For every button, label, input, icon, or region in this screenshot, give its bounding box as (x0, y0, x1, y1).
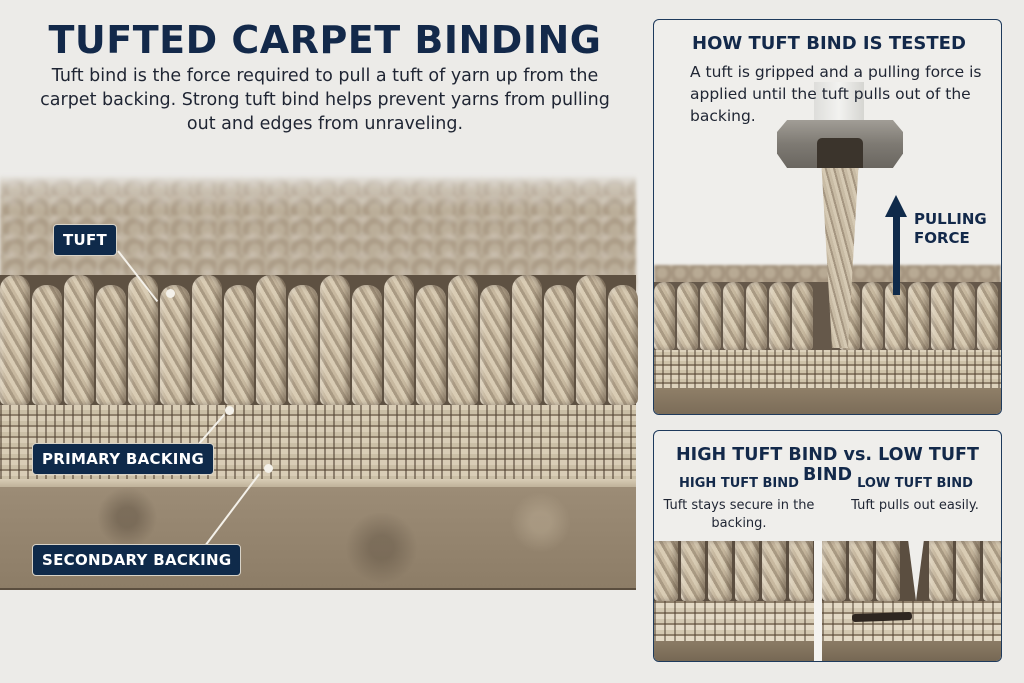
test-secondary-backing (654, 388, 1001, 414)
callout-dot-primary (225, 406, 234, 415)
callout-dot-tuft (166, 289, 175, 298)
comparison-panel: HIGH TUFT BIND vs. LOW TUFT BIND HIGH TU… (653, 430, 1002, 662)
high-tuft-bind-description: Tuft stays secure in the backing. (663, 498, 815, 531)
arrow-shaft (893, 215, 900, 295)
test-illustration: PULLING FORCE (654, 20, 1001, 414)
test-panel-title: HOW TUFT BIND IS TESTED (692, 33, 966, 54)
high-tuft-bind-sample (654, 541, 814, 661)
pulling-force-label: PULLING FORCE (914, 210, 987, 248)
test-tuft-row (654, 282, 1001, 352)
callout-dot-secondary (264, 464, 273, 473)
high-tuft-bind-column: HIGH TUFT BIND Tuft stays secure in the … (654, 476, 824, 533)
label-tuft: TUFT (53, 224, 118, 256)
arrow-up-icon (885, 195, 907, 217)
page-description: Tuft bind is the force required to pull … (40, 66, 610, 134)
label-primary-backing: PRIMARY BACKING (32, 443, 215, 475)
comparison-divider (814, 541, 822, 661)
force-label-line2: FORCE (914, 229, 970, 247)
test-primary-backing (654, 350, 1001, 388)
test-panel: PULLING FORCE HOW TUFT BIND IS TESTED A … (653, 19, 1002, 415)
low-tuft-bind-sample (822, 541, 1001, 661)
high-tuft-bind-heading: HIGH TUFT BIND (679, 476, 799, 491)
comparison-title: HIGH TUFT BIND vs. LOW TUFT BIND (676, 445, 979, 485)
low-tuft-bind-description: Tuft pulls out easily. (851, 498, 979, 513)
low-tuft-bind-heading: LOW TUFT BIND (857, 476, 973, 491)
force-label-line1: PULLING (914, 210, 987, 228)
clamp-rod (814, 82, 864, 122)
low-tuft-bind-column: LOW TUFT BIND Tuft pulls out easily. (830, 476, 1000, 515)
test-panel-description: A tuft is gripped and a pulling force is… (690, 63, 982, 125)
label-secondary-backing: SECONDARY BACKING (32, 544, 242, 576)
tuft-row (0, 275, 638, 410)
carpet-pile-background (0, 175, 636, 295)
clamp-slot (817, 138, 863, 168)
page-title: TUFTED CARPET BINDING (48, 18, 602, 62)
